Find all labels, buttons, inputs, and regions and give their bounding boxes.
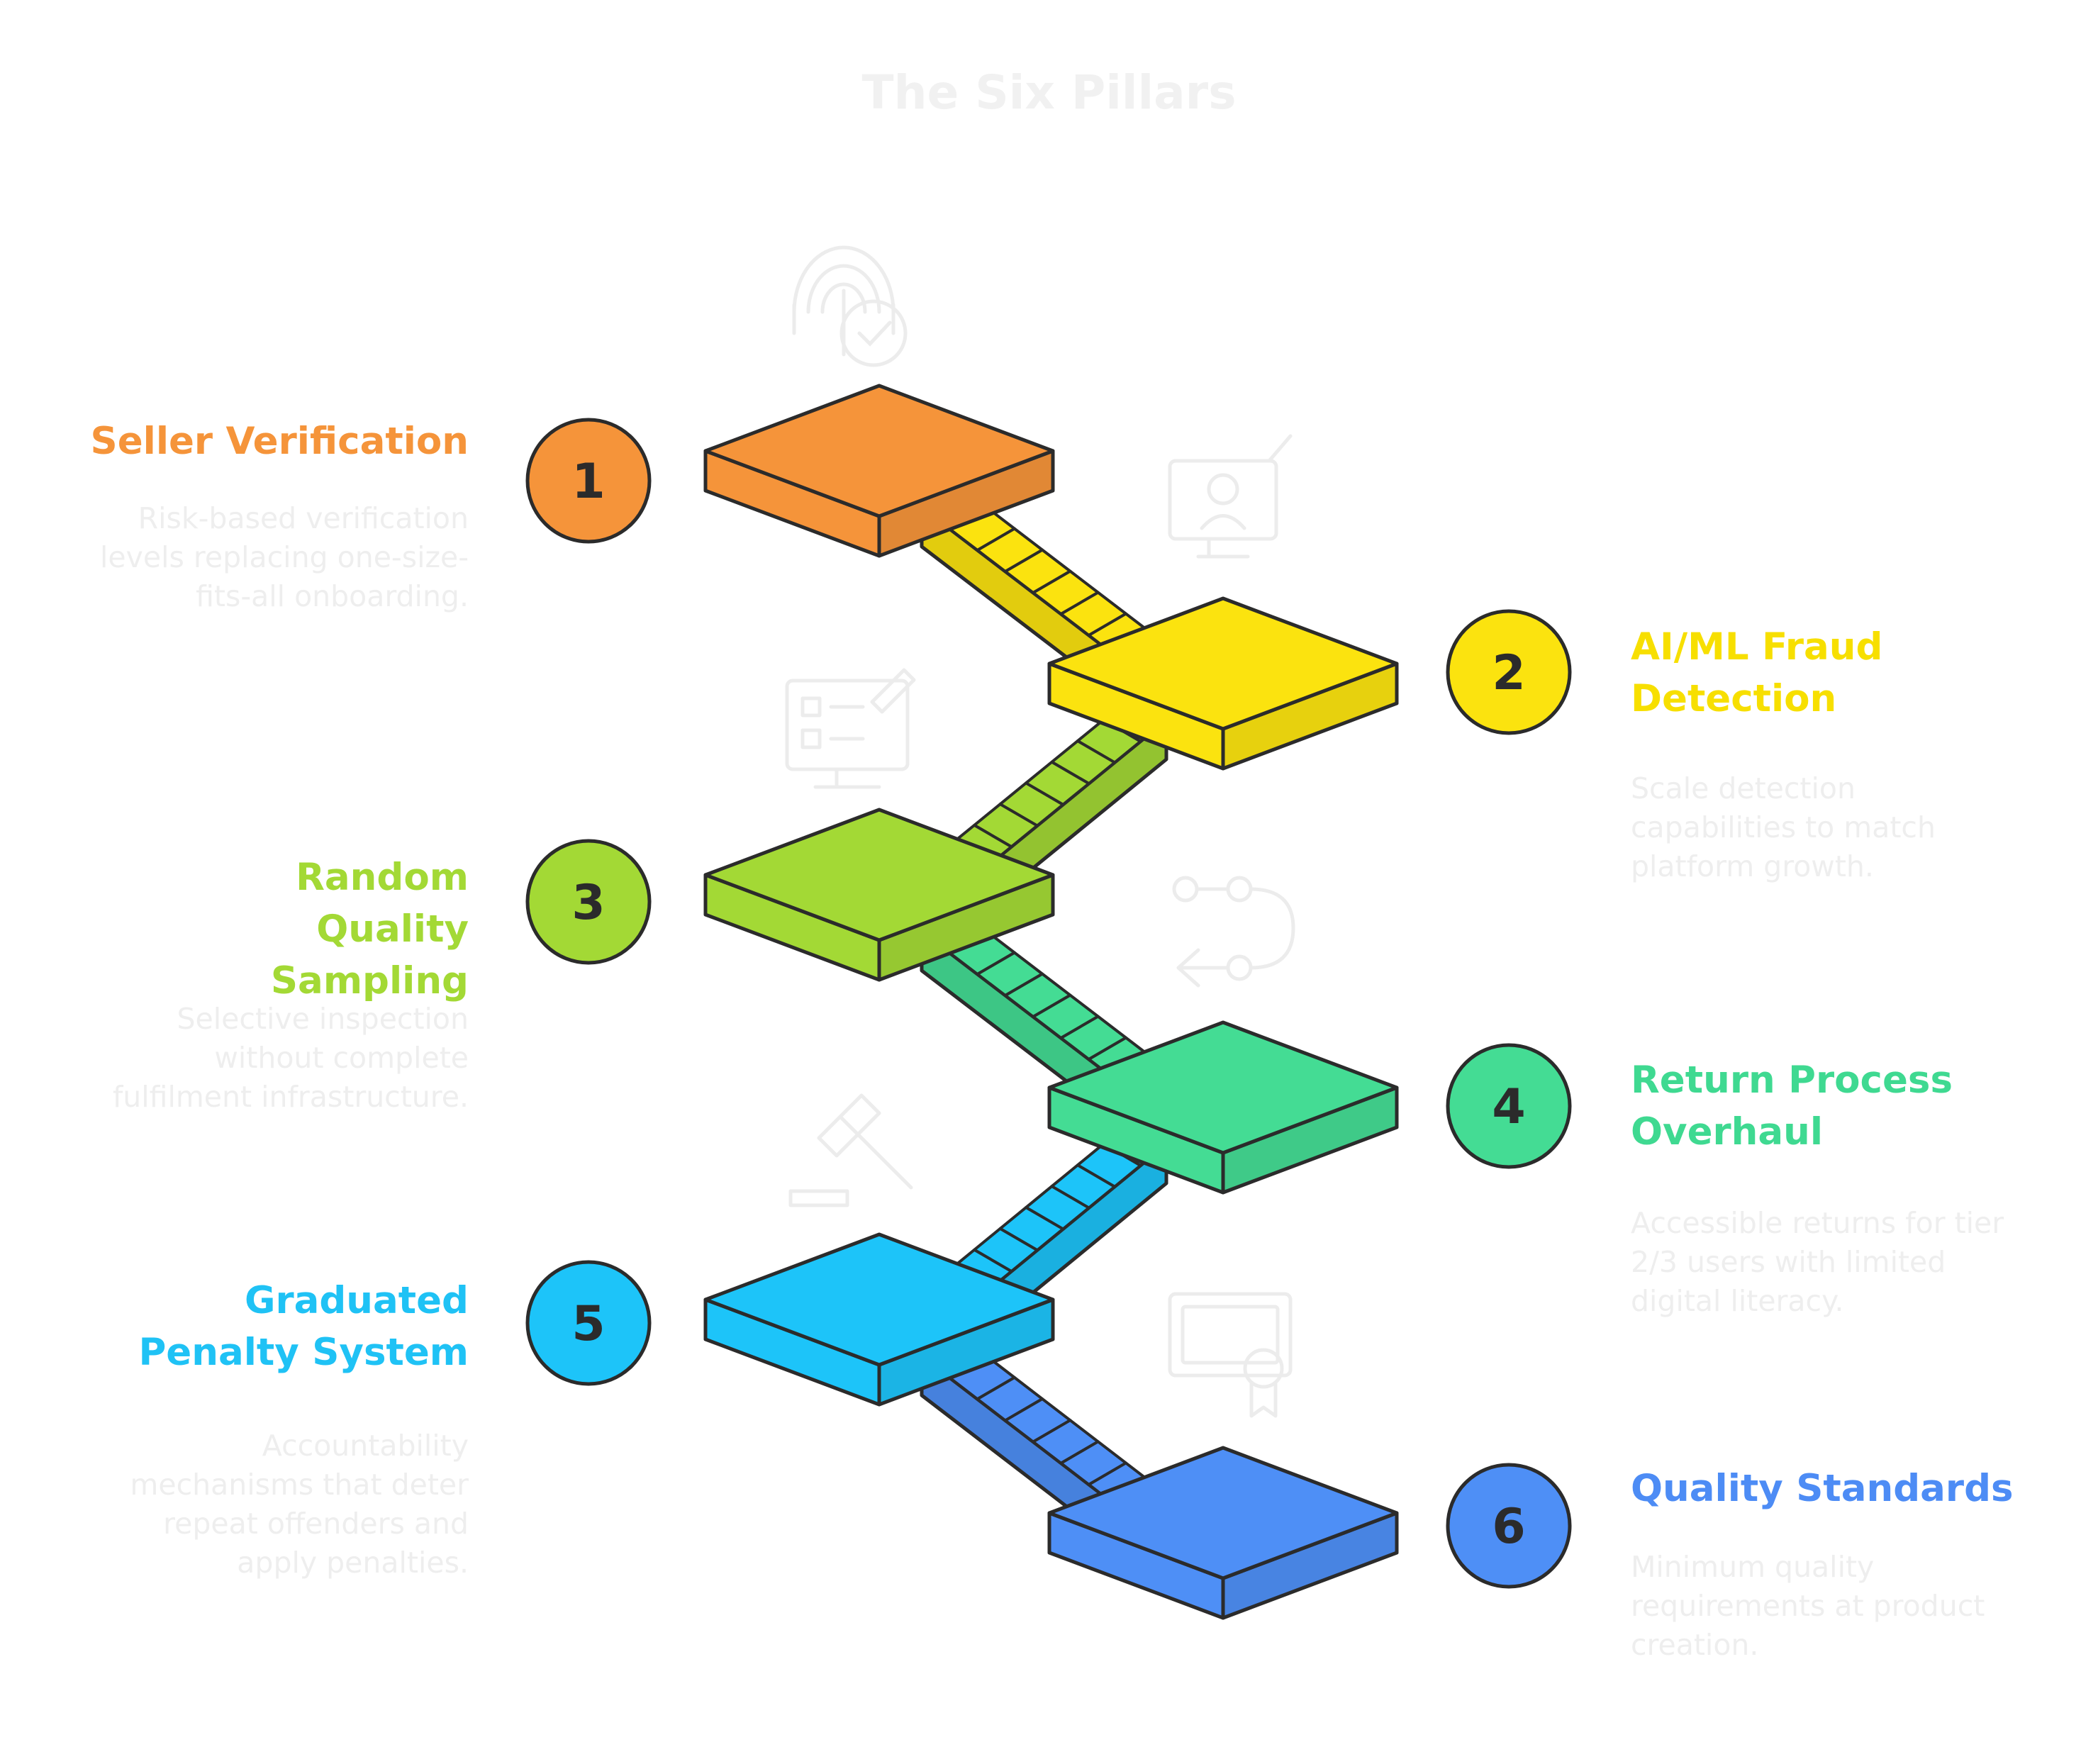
step-6-badge: 6 <box>1446 1463 1572 1589</box>
platform-5 <box>703 1232 1055 1407</box>
return-loop-arrow-icon <box>1172 876 1295 988</box>
step-4-number: 4 <box>1492 1079 1525 1135</box>
step-3-number: 3 <box>571 875 605 931</box>
certificate-badge-icon <box>1168 1292 1293 1418</box>
pillar-1-description: Risk-based verification levels replacing… <box>100 501 469 613</box>
platform-4-top <box>1047 1020 1399 1155</box>
step-1-badge: 1 <box>525 418 652 544</box>
platform-4 <box>1047 1020 1399 1195</box>
pillar-6-description: Minimum quality requirements at product … <box>1631 1550 1985 1662</box>
step-5-number: 5 <box>571 1296 605 1352</box>
pillar-1-label: Seller Verification <box>90 420 469 463</box>
platform-2 <box>1047 596 1399 771</box>
step-5-badge: 5 <box>525 1260 652 1386</box>
pillar-3-label: Random Quality Sampling <box>270 856 469 1003</box>
step-2-badge: 2 <box>1446 609 1572 735</box>
pillar-2-description: Scale detection capabilities to match pl… <box>1631 771 1936 883</box>
step-6-circle <box>1446 1463 1572 1589</box>
step-1-number: 1 <box>571 454 605 510</box>
page-title: The Six Pillars <box>861 65 1237 120</box>
platform-3-top <box>703 808 1055 942</box>
pillar-4-description: Accessible returns for tier 2/3 users wi… <box>1631 1206 2004 1318</box>
platform-6-top <box>1047 1446 1399 1580</box>
step-2-number: 2 <box>1492 645 1525 701</box>
step-4-badge: 4 <box>1446 1043 1572 1169</box>
fingerprint-check-icon <box>792 245 908 367</box>
step-5-circle <box>525 1260 652 1386</box>
platform-2-top <box>1047 596 1399 731</box>
step-3-circle <box>525 839 652 965</box>
pillar-3-description: Selective inspection without complete fu… <box>112 1002 469 1114</box>
pillar-2-label: AI/ML Fraud Detection <box>1631 625 1883 720</box>
step-4-circle <box>1446 1043 1572 1169</box>
stairs-4 <box>947 1121 1168 1334</box>
platform-3 <box>703 808 1055 982</box>
platform-1-top <box>703 384 1055 518</box>
gavel-icon <box>788 1093 913 1207</box>
platform-6 <box>1047 1446 1399 1620</box>
platform-5-top <box>703 1232 1055 1367</box>
step-1-circle <box>525 418 652 544</box>
pillar-5-description: Accountability mechanisms that deter rep… <box>130 1429 469 1580</box>
platform-1 <box>703 384 1055 558</box>
step-2-circle <box>1446 609 1572 735</box>
step-3-badge: 3 <box>525 839 652 965</box>
monitor-checklist-pencil-icon <box>785 668 916 789</box>
monitor-user-stylus-icon <box>1168 434 1293 559</box>
pillar-4-label: Return Process Overhaul <box>1631 1059 1953 1154</box>
step-6-number: 6 <box>1492 1499 1525 1555</box>
pillar-5-label: Graduated Penalty System <box>138 1279 469 1374</box>
pillar-6-label: Quality Standards <box>1631 1467 2014 1510</box>
